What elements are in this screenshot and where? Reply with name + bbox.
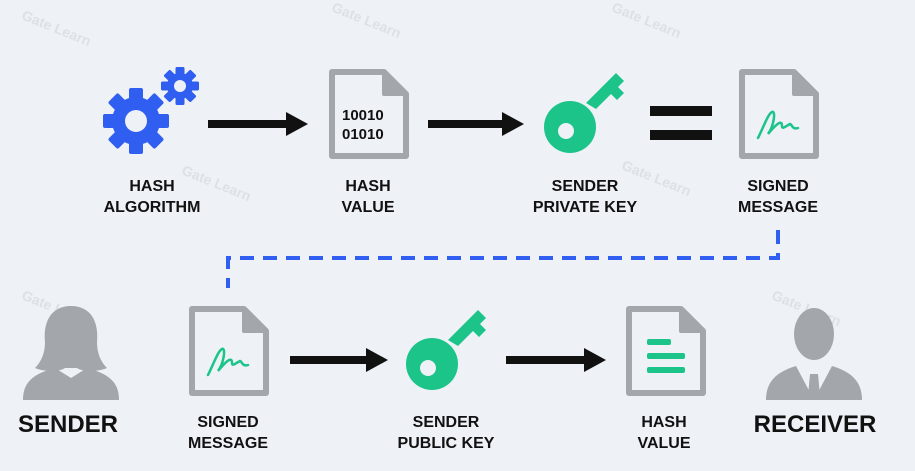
label-line: VALUE bbox=[637, 435, 691, 452]
signed-message-label: SIGNED MESSAGE bbox=[738, 176, 818, 218]
arrow-right-icon bbox=[290, 348, 388, 372]
label-line: ALGORITHM bbox=[103, 199, 201, 216]
label-line: SENDER bbox=[551, 178, 619, 195]
label-line: HASH bbox=[345, 178, 391, 195]
businessman-silhouette-icon bbox=[766, 308, 862, 400]
watermark: Gate Learn bbox=[609, 0, 684, 42]
label-line: SIGNED bbox=[747, 178, 809, 195]
label-line: PRIVATE KEY bbox=[532, 199, 638, 216]
binary-line-1: 10010 bbox=[342, 107, 384, 124]
binary-document-icon bbox=[329, 69, 409, 159]
dashed-connector bbox=[226, 230, 780, 288]
watermark: Gate Learn bbox=[19, 6, 94, 50]
hash-value-label: HASH VALUE bbox=[341, 176, 394, 218]
arrow-right-icon bbox=[208, 112, 308, 136]
label-line: SENDER bbox=[412, 414, 480, 431]
signed-message-label: SIGNED MESSAGE bbox=[188, 412, 268, 454]
binary-line-2: 01010 bbox=[342, 126, 384, 143]
label-line: SIGNED bbox=[197, 414, 259, 431]
signed-document-icon bbox=[739, 69, 819, 159]
label-line: HASH bbox=[641, 414, 687, 431]
label-line: VALUE bbox=[341, 199, 395, 216]
label-line: PUBLIC KEY bbox=[397, 435, 495, 452]
sender-private-key-label: SENDER PRIVATE KEY bbox=[533, 176, 637, 218]
signed-document-icon bbox=[189, 306, 269, 396]
gears-icon bbox=[103, 67, 199, 154]
sender-label: SENDER bbox=[17, 411, 119, 438]
label-line: HASH bbox=[129, 178, 175, 195]
arrow-right-icon bbox=[506, 348, 606, 372]
watermark: Gate Learn bbox=[329, 0, 404, 42]
person-silhouette-icon bbox=[23, 306, 119, 400]
key-icon bbox=[544, 73, 624, 153]
sender-public-key-label: SENDER PUBLIC KEY bbox=[398, 412, 495, 454]
label-line: MESSAGE bbox=[737, 199, 819, 216]
hash-value-label: HASH VALUE bbox=[637, 412, 690, 454]
label-line: MESSAGE bbox=[187, 435, 269, 452]
text-document-icon bbox=[626, 306, 706, 396]
equals-icon bbox=[650, 106, 712, 140]
key-icon bbox=[406, 310, 486, 390]
receiver-label: RECEIVER bbox=[753, 411, 877, 438]
arrow-right-icon bbox=[428, 112, 524, 136]
hash-algorithm-label: HASH ALGORITHM bbox=[104, 176, 201, 218]
